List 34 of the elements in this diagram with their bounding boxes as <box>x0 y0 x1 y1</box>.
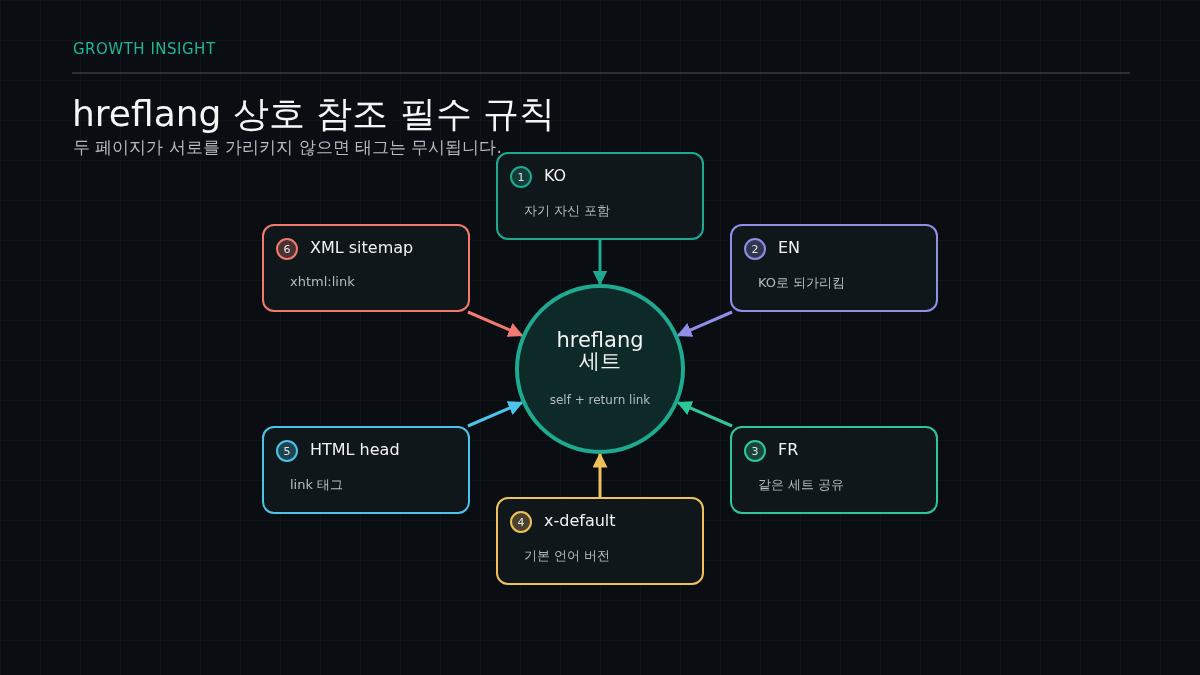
arrow <box>676 401 733 428</box>
card-heading: XML sitemap <box>310 238 414 257</box>
number-badge: 3 <box>744 440 766 462</box>
language-card <box>730 426 938 514</box>
card-text: 기본 언어 버전 <box>524 547 611 565</box>
card-heading: HTML head <box>310 440 400 459</box>
number-badge: 1 <box>510 166 532 188</box>
number-badge: 4 <box>510 511 532 533</box>
card-heading: FR <box>778 440 799 459</box>
number-badge: 6 <box>276 238 298 260</box>
arrow <box>592 240 608 286</box>
language-card <box>496 497 704 585</box>
card-heading: EN <box>778 238 801 257</box>
subtitle: 두 페이지가 서로를 가리키지 않으면 태그는 무시됩니다. <box>73 136 502 159</box>
section-label: GROWTH INSIGHT <box>73 40 216 58</box>
language-card <box>262 224 470 312</box>
language-card <box>262 426 470 514</box>
hub-title: hreflang 세트 <box>555 330 645 372</box>
card-text: link 태그 <box>290 476 344 494</box>
arrow <box>676 310 733 337</box>
number-badge: 5 <box>276 440 298 462</box>
card-text: 자기 자신 포함 <box>524 202 611 220</box>
hub-subtitle: self + return link <box>548 394 652 407</box>
card-text: 같은 세트 공유 <box>758 476 845 494</box>
title: hreflang 상호 참조 필수 규칙 <box>72 92 556 136</box>
arrow <box>467 401 524 428</box>
arrow <box>592 452 608 497</box>
card-text: KO로 되가리킴 <box>758 274 846 292</box>
card-heading: KO <box>544 166 567 185</box>
language-card <box>730 224 938 312</box>
number-badge: 2 <box>744 238 766 260</box>
arrow <box>467 310 524 337</box>
card-heading: x-default <box>544 511 616 530</box>
card-text: xhtml:link <box>290 274 355 289</box>
